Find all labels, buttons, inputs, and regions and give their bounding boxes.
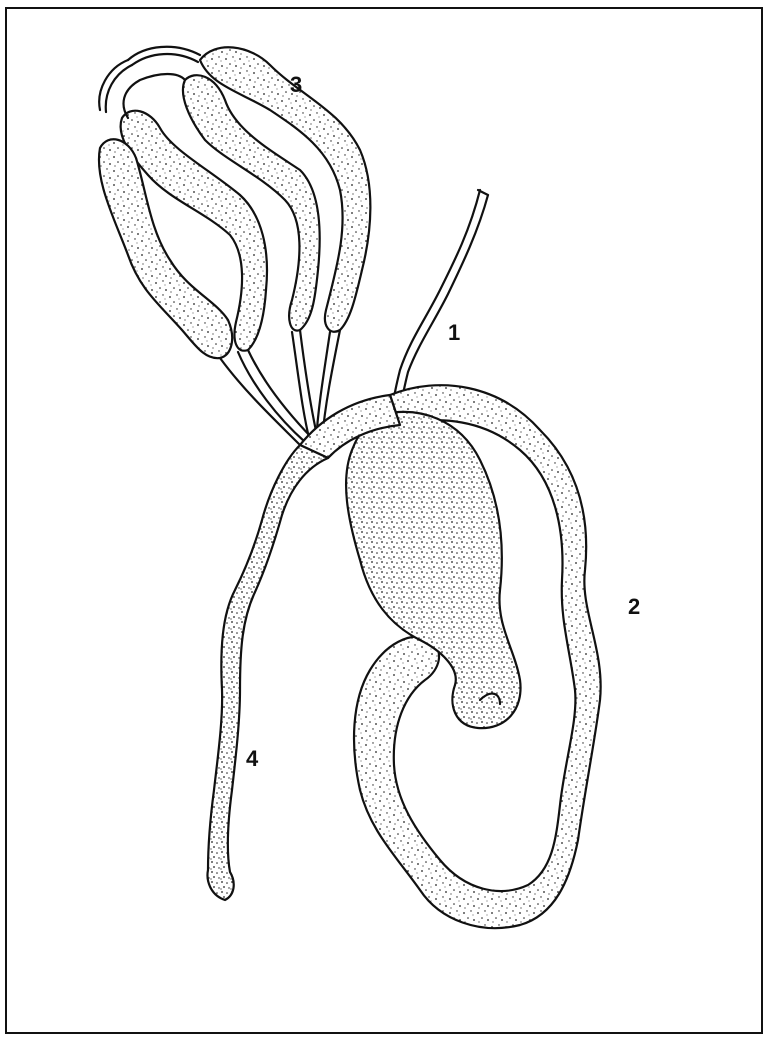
label-4: 4	[246, 746, 259, 771]
label-3: 3	[290, 72, 302, 97]
structure-4-tube	[208, 445, 328, 900]
label-2: 2	[628, 594, 640, 619]
structure-3-glands	[99, 47, 370, 445]
label-1: 1	[448, 320, 460, 345]
